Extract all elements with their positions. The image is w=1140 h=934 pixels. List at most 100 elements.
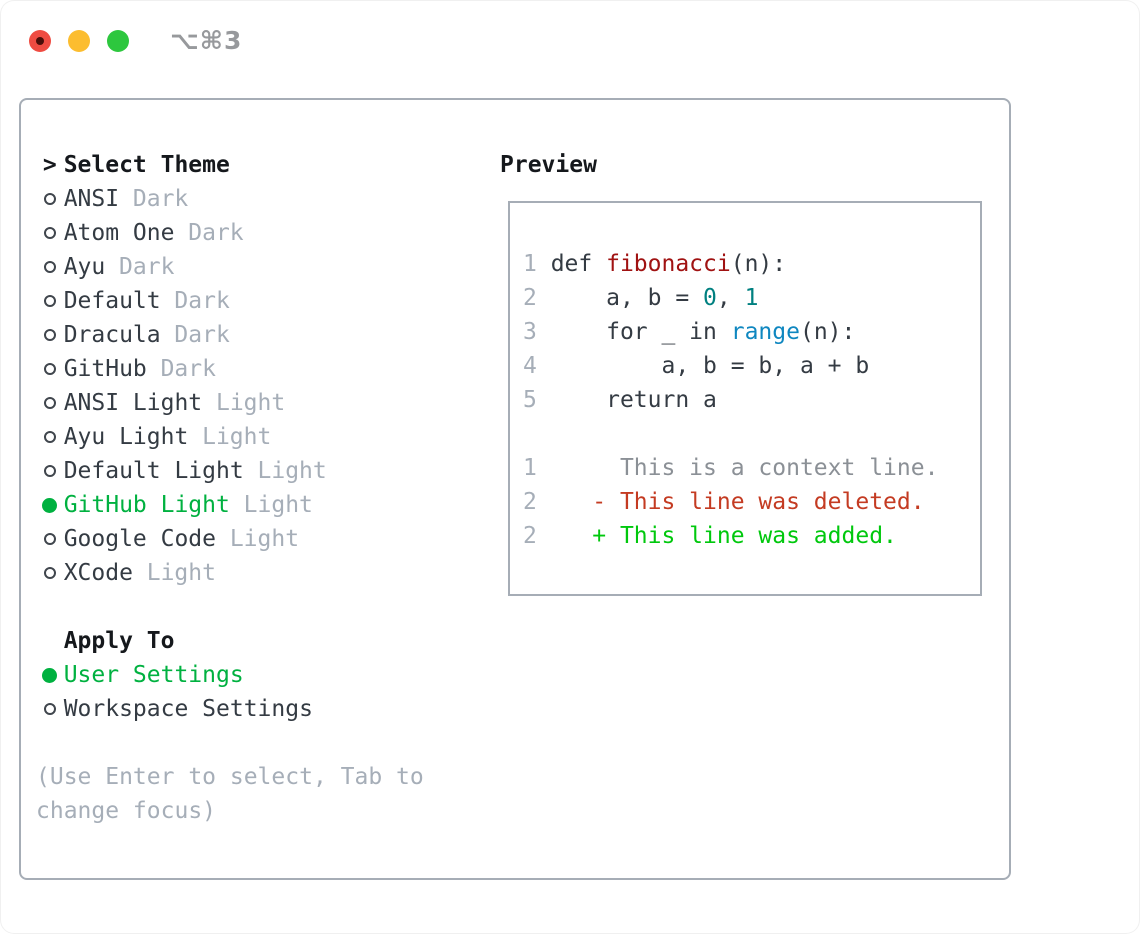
theme-option-default-light[interactable]: Default Light Light <box>36 454 486 488</box>
token-code: for _ in <box>550 319 731 345</box>
theme-name: Google Code <box>63 526 217 552</box>
theme-name: Atom One <box>63 220 175 246</box>
apply-to-heading-row: Apply To <box>36 624 486 658</box>
radio-unselected-icon <box>43 431 56 443</box>
token-code: a, b = <box>550 285 704 311</box>
preview-column: Preview 1 def fibonacci(n):2 a, b = 0, 1… <box>500 148 994 596</box>
apply-option-workspace-settings[interactable]: Workspace Settings <box>36 692 486 726</box>
token-ln: 4 <box>523 353 551 379</box>
theme-option-github-light[interactable]: GitHub Light Light <box>36 488 486 522</box>
token-ln: 1 <box>523 455 537 481</box>
radio-unselected-icon <box>43 703 56 715</box>
token-num: 0 <box>703 285 717 311</box>
theme-name: GitHub Light <box>63 492 230 518</box>
preview-line-9: 2 + This line was added. <box>523 519 980 553</box>
preview-line-5: 5 return a <box>523 383 980 417</box>
theme-name: Ayu Light <box>63 424 189 450</box>
theme-name: XCode <box>63 560 133 586</box>
theme-variant: Light <box>257 458 327 484</box>
token-code: (n): <box>799 319 856 345</box>
token-ln: 3 <box>523 319 551 345</box>
theme-option-google-code[interactable]: Google Code Light <box>36 522 486 556</box>
token-code <box>537 489 592 515</box>
radio-unselected-icon <box>43 261 56 273</box>
theme-variant: Dark <box>174 322 230 348</box>
token-code: def <box>550 251 607 277</box>
hint-line-1: (Use Enter to select, Tab to <box>36 764 424 790</box>
preview-line-2: 2 a, b = 0, 1 <box>523 281 980 315</box>
preview-line-6 <box>523 417 980 451</box>
radio-unselected-icon <box>43 363 56 375</box>
maximize-button[interactable] <box>107 29 129 52</box>
theme-variant: Dark <box>132 186 189 212</box>
theme-name: Dracula <box>63 322 161 348</box>
theme-option-ansi[interactable]: ANSI Dark <box>36 182 486 216</box>
spacer <box>36 590 486 624</box>
token-fn: fibonacci <box>606 251 731 277</box>
theme-option-xcode[interactable]: XCode Light <box>36 556 486 590</box>
radio-unselected-icon <box>43 295 56 307</box>
token-ctx: This is a context line. <box>536 455 939 481</box>
radio-unselected-icon <box>43 567 56 579</box>
theme-variant: Light <box>202 424 272 450</box>
minimize-button[interactable] <box>68 29 90 52</box>
token-code: return a <box>550 387 717 413</box>
theme-name: ANSI Light <box>63 390 203 416</box>
radio-selected-icon <box>42 497 58 513</box>
token-ln: 2 <box>523 285 551 311</box>
token-ln: 5 <box>523 387 551 413</box>
token-code: , <box>716 285 745 311</box>
theme-variant: Light <box>215 390 286 416</box>
radio-unselected-icon <box>43 533 56 545</box>
theme-variant: Dark <box>188 220 244 246</box>
preview-heading-row: Preview <box>500 148 994 182</box>
token-code: (n): <box>730 251 787 277</box>
close-dot-icon <box>36 36 44 45</box>
radio-selected-icon <box>42 667 58 683</box>
preview-line-4: 4 a, b = b, a + b <box>523 349 980 383</box>
token-add: + This line was added. <box>592 523 897 549</box>
preview-line-1: 1 def fibonacci(n): <box>523 247 980 281</box>
preview-heading: Preview <box>500 152 597 178</box>
token-builtin: range <box>730 319 800 345</box>
theme-option-ayu-light[interactable]: Ayu Light Light <box>36 420 486 454</box>
theme-name: ANSI <box>63 186 120 212</box>
theme-variant: Dark <box>174 288 230 314</box>
theme-variant: Light <box>243 492 313 518</box>
apply-option-user-settings[interactable]: User Settings <box>36 658 486 692</box>
preview-line-7: 1 This is a context line. <box>523 451 980 485</box>
select-theme-heading-row: > Select Theme <box>36 148 486 182</box>
theme-variant: Light <box>146 560 216 586</box>
theme-variant: Light <box>229 526 300 552</box>
theme-option-ansi-light[interactable]: ANSI Light Light <box>36 386 486 420</box>
token-ln: 1 <box>523 251 551 277</box>
focus-caret-icon: > <box>42 152 57 178</box>
apply-option-label: Workspace Settings <box>63 696 313 722</box>
window-title: ⌥⌘3 <box>170 26 243 55</box>
close-button[interactable] <box>29 29 51 52</box>
token-num: 1 <box>744 285 759 311</box>
theme-option-atom-one[interactable]: Atom One Dark <box>36 216 486 250</box>
theme-name: Default Light <box>63 458 244 484</box>
preview-line-8: 2 - This line was deleted. <box>523 485 980 519</box>
theme-option-dracula[interactable]: Dracula Dark <box>36 318 486 352</box>
radio-unselected-icon <box>43 193 56 205</box>
radio-unselected-icon <box>43 465 56 477</box>
token-del: - This line was deleted. <box>592 489 925 515</box>
window-titlebar: ⌥⌘3 <box>29 26 242 55</box>
radio-unselected-icon <box>43 227 56 239</box>
theme-name: Ayu <box>63 254 106 280</box>
select-theme-heading: Select Theme <box>63 152 230 178</box>
hint-line-2: change focus) <box>36 798 217 824</box>
theme-name: GitHub <box>63 356 147 382</box>
spacer <box>36 726 486 760</box>
